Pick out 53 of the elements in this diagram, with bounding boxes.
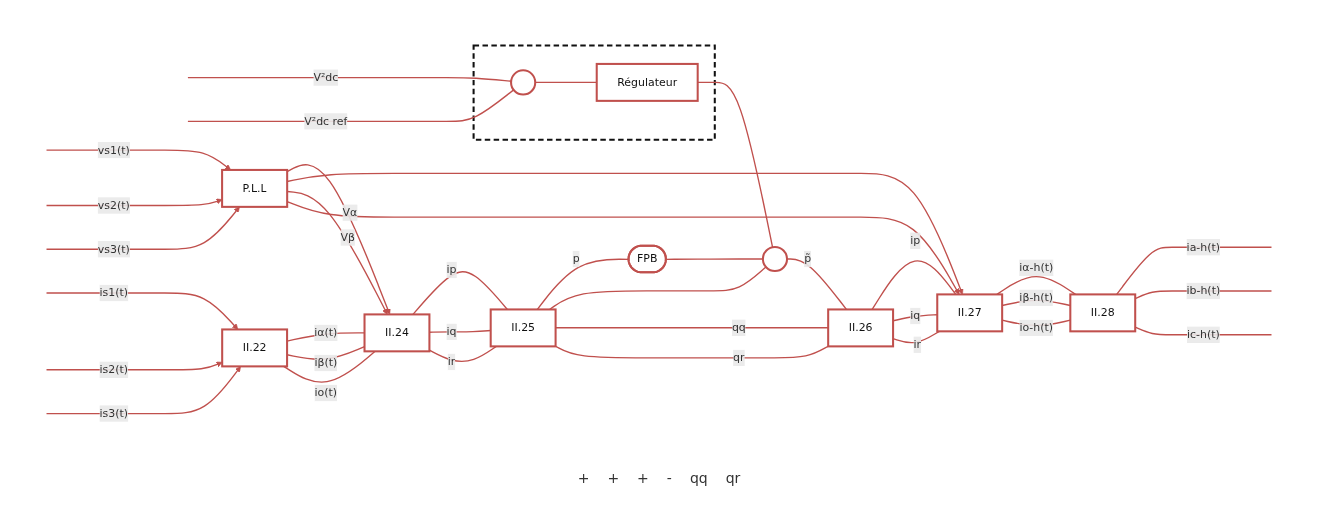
signal-line [428, 346, 497, 363]
edge-label: qr [733, 351, 745, 365]
node-box: II.24 [363, 313, 431, 353]
cluster [472, 44, 716, 142]
signal-label: qr [725, 470, 741, 486]
edge-label: ip [446, 263, 457, 277]
node-circle [761, 246, 789, 273]
edge-label: p̃ [804, 252, 812, 266]
signal-label: + [577, 470, 590, 486]
signal-label: - [666, 470, 672, 486]
edge-label: V²dc ref [304, 114, 348, 128]
edge-label: ia-h(t) [1186, 240, 1221, 254]
node-box: II.28 [1069, 293, 1137, 333]
edge-label: iβ-h(t) [1019, 291, 1054, 305]
signal-line [665, 258, 764, 261]
edge-label: iα(t) [314, 326, 338, 340]
edge-label: ir [913, 338, 922, 352]
edge-label: is1(t) [99, 286, 129, 300]
node-box: P.L.L [221, 169, 289, 209]
edge-label: io-h(t) [1019, 321, 1054, 335]
signal-line [283, 351, 376, 384]
node-box: II.22 [221, 328, 289, 368]
edge-label: io(t) [314, 386, 338, 400]
edge-label: ic-h(t) [1186, 328, 1220, 342]
signal-line [187, 77, 512, 83]
signal-label: qq [689, 470, 708, 486]
node-box: Régulateur [595, 63, 699, 103]
edge-label: iq [910, 309, 921, 323]
signal-line [697, 82, 774, 249]
edge-label: ip [910, 234, 921, 248]
edge-label: V²dc [313, 71, 339, 85]
node-box: II.25 [489, 308, 557, 348]
edge-label: vs1(t) [97, 143, 130, 157]
signal-line [554, 345, 829, 359]
signal-label: + [607, 470, 620, 486]
node-box: II.26 [827, 308, 895, 348]
signal-line [286, 164, 391, 315]
edge-label: vs3(t) [97, 242, 130, 256]
node-box: II.27 [936, 293, 1004, 333]
edge-label: qq [731, 321, 746, 335]
edge-label: p [572, 252, 580, 266]
node-circle [510, 69, 537, 96]
edge-label: is3(t) [99, 407, 129, 421]
edge-label: iq [446, 325, 457, 339]
edge-label: ir [447, 355, 456, 369]
signal-label: + [637, 470, 649, 486]
edge-label: vs2(t) [97, 199, 130, 212]
edge-label: Vα [342, 206, 358, 220]
edge-label: iα-h(t) [1019, 261, 1054, 275]
edge-label: Vβ [340, 231, 355, 245]
edge-label: is2(t) [99, 363, 129, 377]
edge-label: iβ(t) [314, 356, 338, 370]
edge-label: ib-h(t) [1186, 284, 1221, 298]
